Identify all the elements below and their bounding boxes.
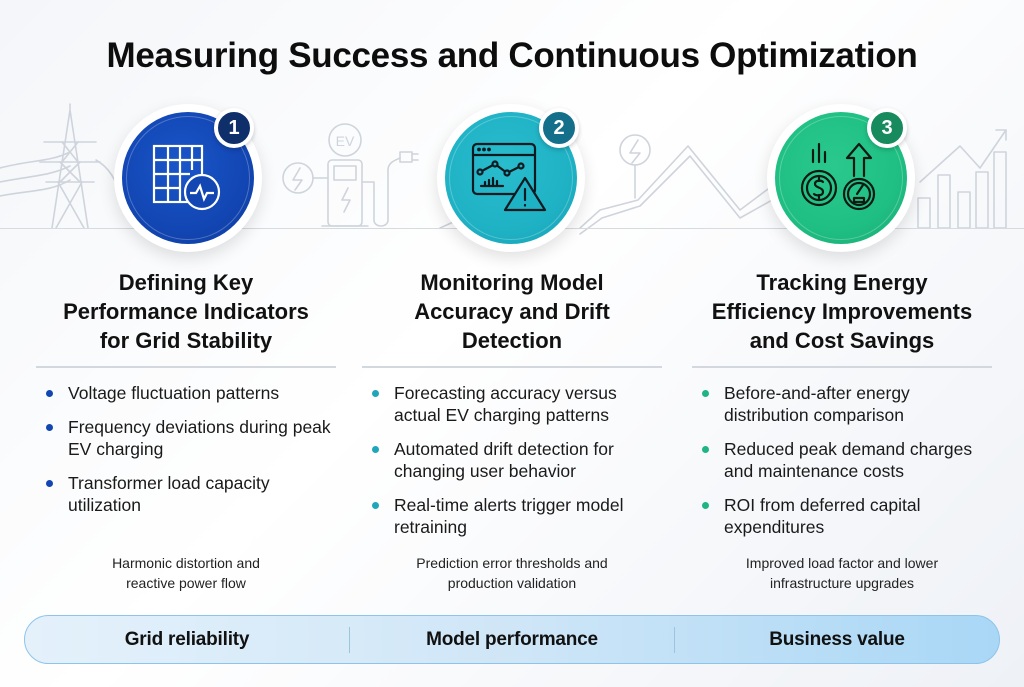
footer-divider: [674, 626, 675, 653]
bullet-item: Voltage fluctuation patterns: [36, 382, 336, 404]
outcome-summary-bar: Grid reliability Model performance Busin…: [24, 615, 1000, 664]
bullet-item: Real-time alerts trigger model retrainin…: [362, 494, 662, 538]
title-line: for Grid Stability: [99, 328, 273, 353]
step-1-column: Defining Key Performance Indicators for …: [36, 268, 336, 528]
bullet-item: Transformer load capacity utilization: [36, 472, 336, 516]
bullet-dot-icon: [702, 390, 709, 397]
note-line: Harmonic distortion and: [112, 555, 260, 571]
bullet-dot-icon: [372, 502, 379, 509]
step-1-number-badge: 1: [214, 108, 254, 148]
title-line: and Cost Savings: [749, 328, 935, 353]
title-line: Accuracy and Drift: [414, 299, 610, 324]
step-2-divider: [362, 366, 662, 368]
step-3-title: Tracking Energy Efficiency Improvements …: [692, 268, 992, 358]
title-line: Performance Indicators: [63, 299, 309, 324]
step-number: 2: [553, 116, 565, 139]
bullet-text: ROI from deferred capital expenditures: [724, 495, 921, 537]
svg-text:EV: EV: [336, 133, 355, 149]
bullet-item: Frequency deviations during peak EV char…: [36, 416, 336, 460]
outcome-business-value: Business value: [769, 628, 905, 650]
bullet-text: Automated drift detection for changing u…: [394, 439, 614, 481]
bullet-text: Frequency deviations during peak EV char…: [68, 417, 331, 459]
title-line: Efficiency Improvements: [711, 299, 973, 324]
title-line: Detection: [461, 328, 563, 353]
step-3-number-badge: 3: [867, 108, 907, 148]
bullet-item: Before-and-after energy distribution com…: [692, 382, 992, 426]
note-line: infrastructure upgrades: [770, 575, 914, 591]
step-1-icon-circle: 1: [114, 104, 262, 252]
bullet-text: Real-time alerts trigger model retrainin…: [394, 495, 624, 537]
bullet-item: Automated drift detection for changing u…: [362, 438, 662, 482]
bullet-dot-icon: [702, 446, 709, 453]
footer-divider: [349, 626, 350, 653]
step-2-bullet-list: Forecasting accuracy versus actual EV ch…: [362, 382, 662, 538]
bullet-item: Reduced peak demand charges and maintena…: [692, 438, 992, 482]
transmission-tower-icon: [0, 103, 121, 229]
bullet-text: Voltage fluctuation patterns: [68, 383, 280, 403]
step-3-icon-circle: 3: [767, 104, 915, 252]
step-number: 3: [881, 116, 893, 139]
ev-charging-station-icon: EV: [282, 123, 419, 227]
title-line: Tracking Energy: [756, 270, 928, 295]
bullet-dot-icon: [372, 390, 379, 397]
note-line: production validation: [447, 575, 577, 591]
bullet-dot-icon: [46, 424, 53, 431]
step-1-divider: [36, 366, 336, 368]
note-line: reactive power flow: [126, 575, 246, 591]
title-line: Monitoring Model: [420, 270, 604, 295]
step-1-title: Defining Key Performance Indicators for …: [36, 268, 336, 358]
bullet-item: ROI from deferred capital expenditures: [692, 494, 992, 538]
step-1-bullet-list: Voltage fluctuation patterns Frequency d…: [36, 382, 336, 516]
bullet-text: Reduced peak demand charges and maintena…: [724, 439, 973, 481]
note-line: Improved load factor and lower: [745, 555, 939, 571]
outcome-model-performance: Model performance: [426, 628, 598, 650]
step-2-column: Monitoring Model Accuracy and Drift Dete…: [362, 268, 662, 550]
step-3-column: Tracking Energy Efficiency Improvements …: [692, 268, 992, 550]
bullet-dot-icon: [46, 480, 53, 487]
bullet-text: Before-and-after energy distribution com…: [724, 383, 910, 425]
step-2-number-badge: 2: [539, 108, 579, 148]
bullet-dot-icon: [372, 446, 379, 453]
step-number: 1: [228, 116, 240, 139]
lightning-bolt-icon: [619, 134, 651, 199]
step-2-title: Monitoring Model Accuracy and Drift Dete…: [362, 268, 662, 358]
note-line: Prediction error thresholds and: [416, 555, 608, 571]
step-3-note: Improved load factor and lower infrastru…: [692, 553, 992, 593]
bullet-text: Forecasting accuracy versus actual EV ch…: [394, 383, 617, 425]
outcome-grid-reliability: Grid reliability: [124, 628, 250, 650]
bullet-item: Forecasting accuracy versus actual EV ch…: [362, 382, 662, 426]
bullet-dot-icon: [702, 502, 709, 509]
page-title: Measuring Success and Continuous Optimiz…: [106, 36, 918, 75]
step-2-note: Prediction error thresholds and producti…: [362, 553, 662, 593]
step-1-note: Harmonic distortion and reactive power f…: [36, 553, 336, 593]
title-line: Defining Key: [118, 270, 254, 295]
step-2-icon-circle: 2: [437, 104, 585, 252]
step-3-divider: [692, 366, 992, 368]
bullet-dot-icon: [46, 390, 53, 397]
rising-bar-chart-icon: [917, 129, 1007, 229]
bullet-text: Transformer load capacity utilization: [68, 473, 270, 515]
step-3-bullet-list: Before-and-after energy distribution com…: [692, 382, 992, 538]
